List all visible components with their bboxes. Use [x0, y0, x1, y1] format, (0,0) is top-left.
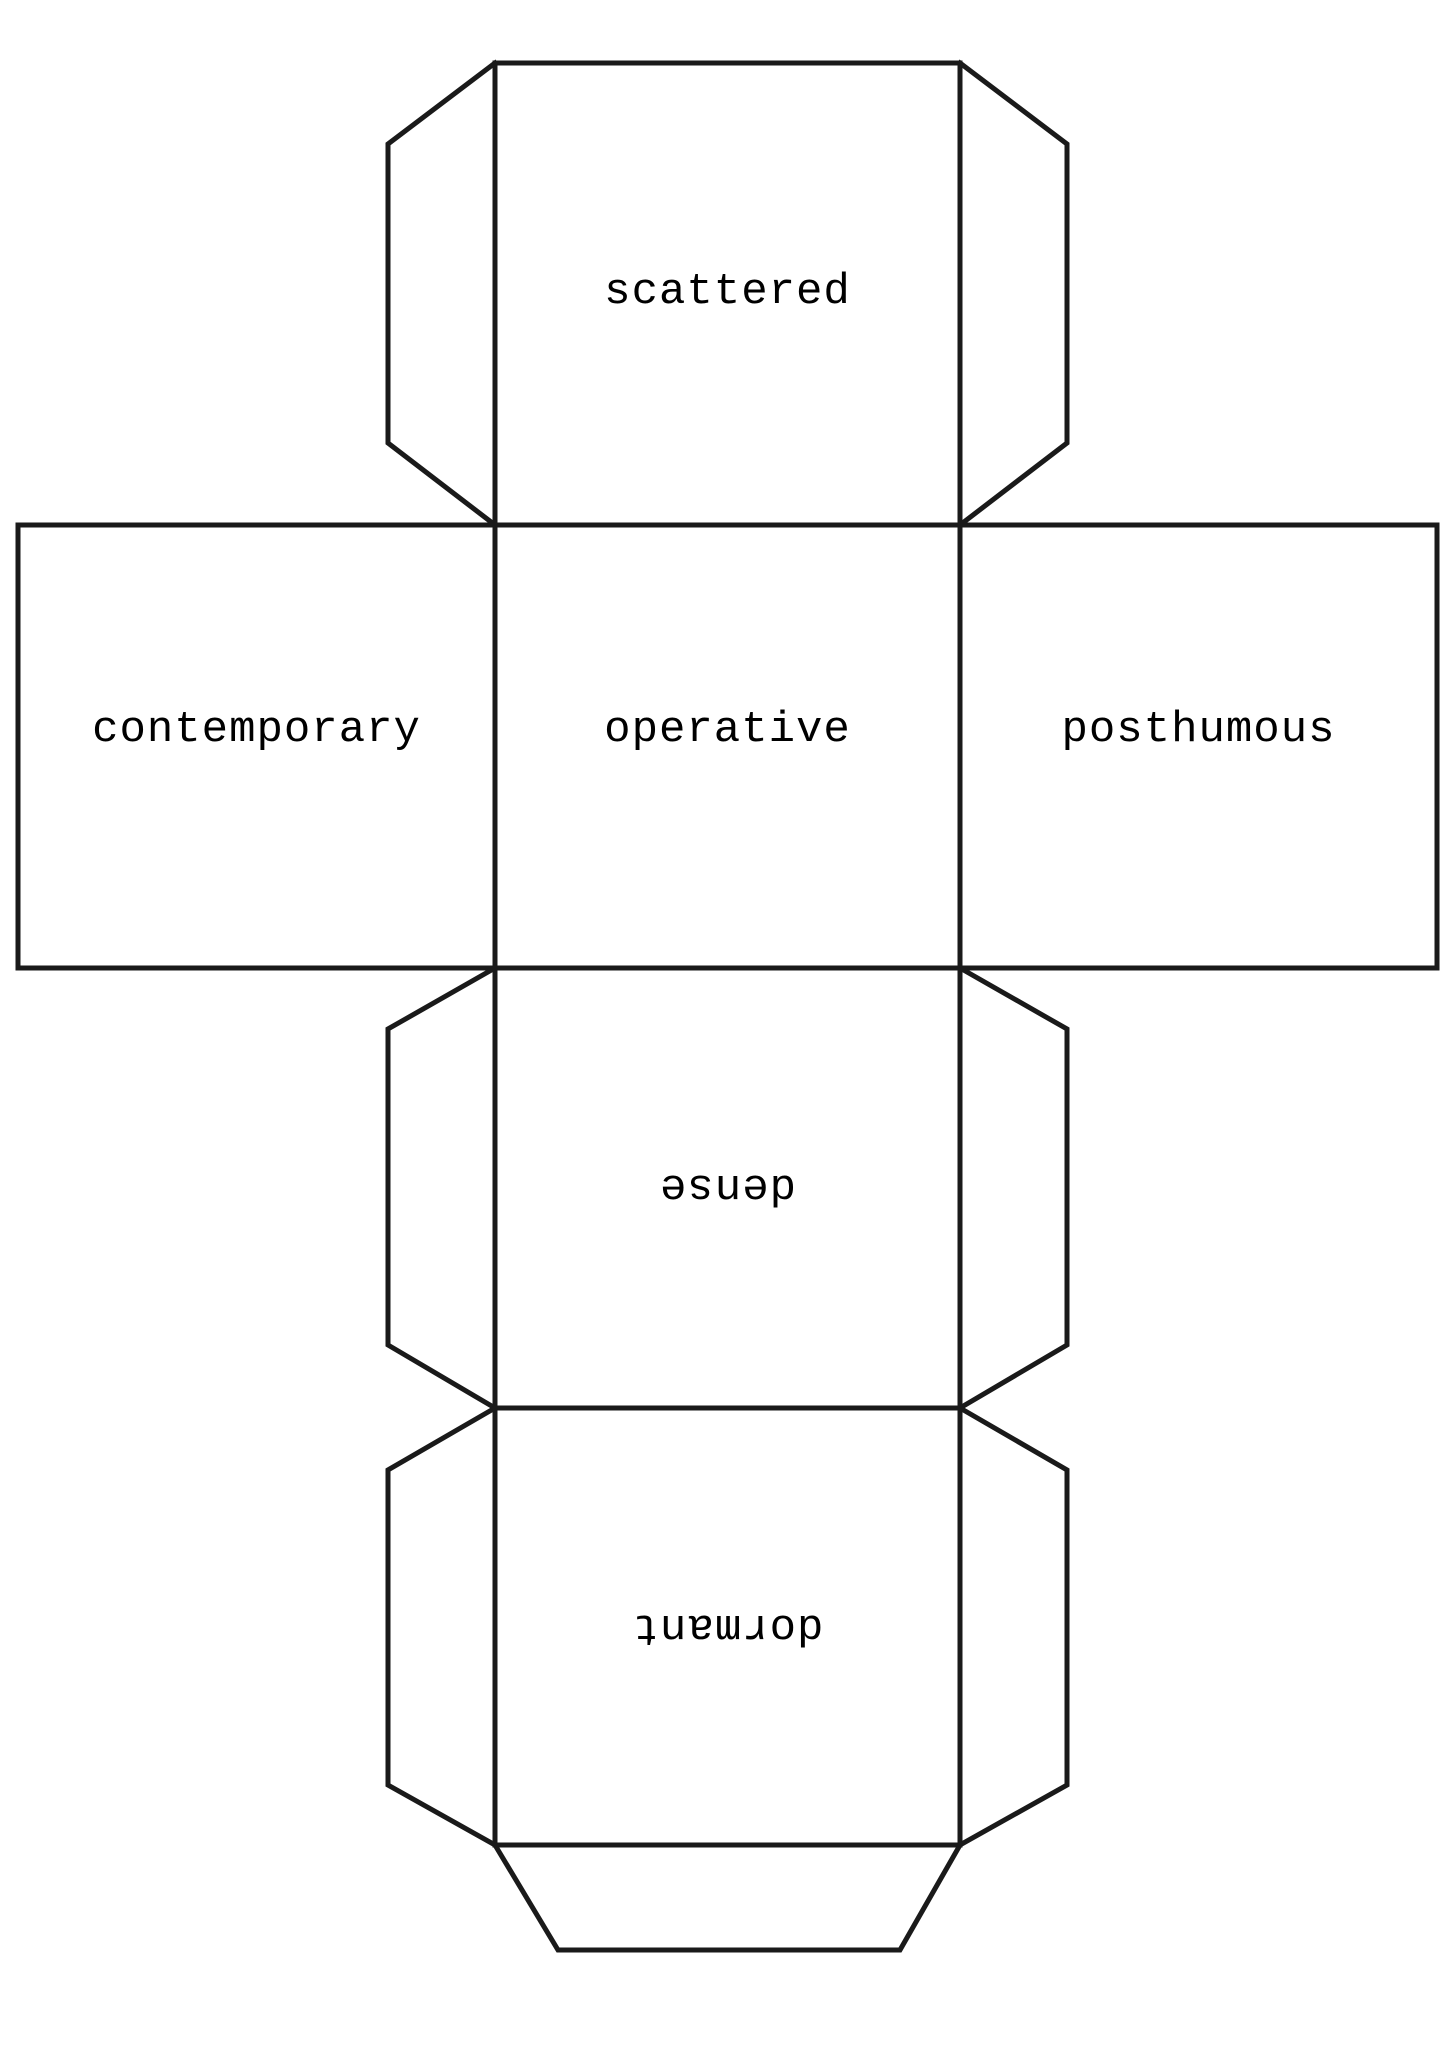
face-right-outline — [957, 522, 1440, 971]
face-label-top: scattered — [604, 267, 851, 317]
face-label-center: operative — [604, 705, 851, 755]
tab-top-left-outline — [385, 59, 499, 529]
tab-glue-bottom-outline — [491, 1841, 964, 1953]
face-label-lower: dense — [658, 1162, 797, 1212]
tab-bottom-right-outline — [956, 1404, 1070, 1849]
face-label-bottom: dormant — [631, 1602, 824, 1652]
tab-top-right-outline — [956, 59, 1070, 529]
tab-bottom-left-outline — [385, 1404, 499, 1849]
tab-lower-right-outline — [956, 964, 1070, 1412]
face-label-right: posthumous — [1061, 705, 1336, 755]
face-label-left: contemporary — [92, 705, 421, 755]
tab-lower-left-outline — [385, 964, 499, 1412]
